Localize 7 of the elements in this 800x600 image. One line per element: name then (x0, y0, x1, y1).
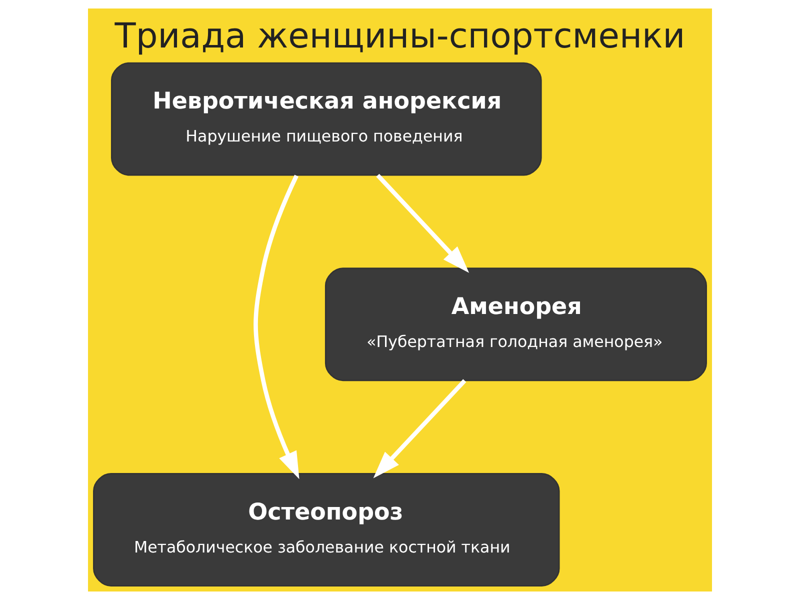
node-box: Невротическая анорексия Нарушение пищевого поведения (110, 62, 542, 176)
arrow (376, 174, 470, 273)
arrow (254, 174, 300, 480)
arrow (373, 379, 466, 478)
node-box: Аменорея «Пубертатная голодная аменорея» (324, 268, 707, 382)
node-box: Остеопороз Метаболическое заболевание костной ткани (93, 473, 560, 586)
diagram-title: Триада женщины-спортсменки (114, 16, 686, 57)
